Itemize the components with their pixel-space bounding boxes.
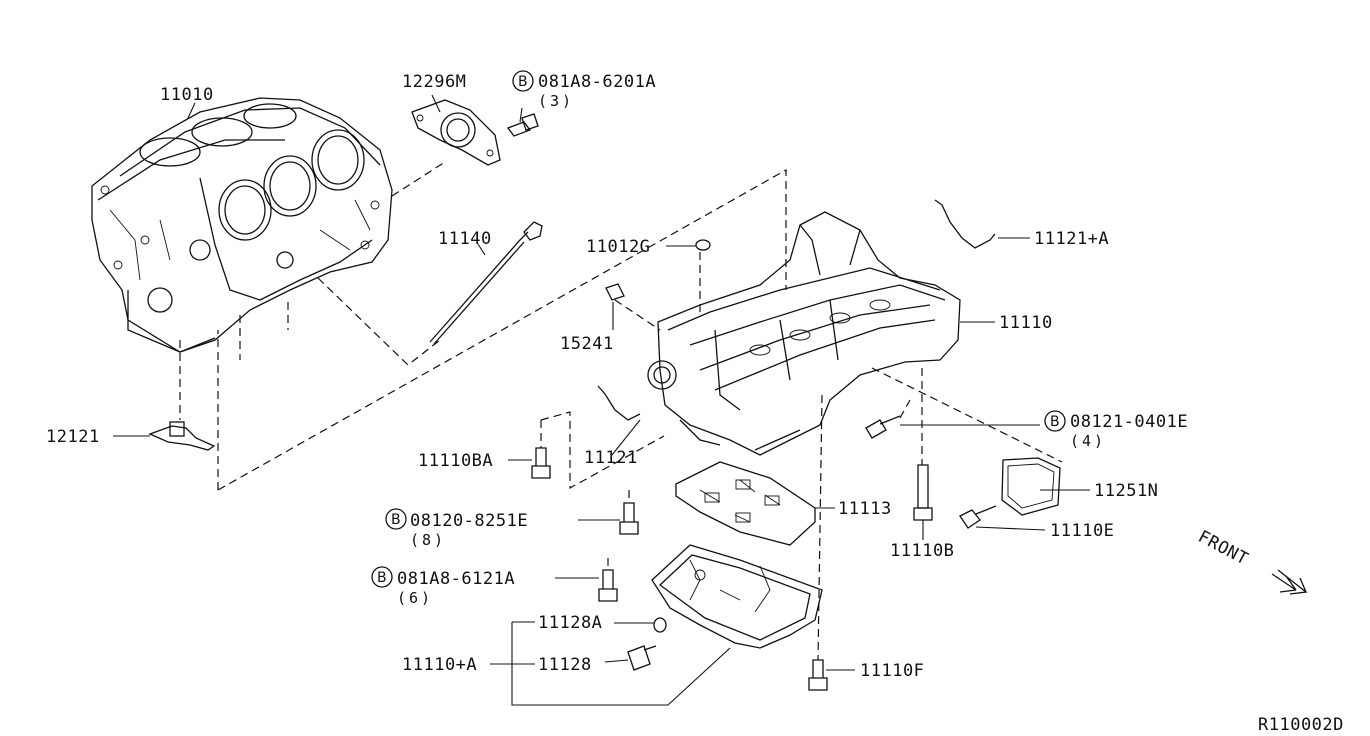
- bolt-right-drawing: [865, 415, 901, 439]
- label-bolt-top: 081A8-6201A: [538, 72, 656, 92]
- cylinder-block-drawing: [91, 97, 393, 353]
- label-bolt-ba: 11110BA: [418, 451, 493, 471]
- label-gasket: 12296M: [402, 72, 466, 92]
- bolt-symbol-icon: [512, 70, 534, 92]
- bolt-symbol-letter: B: [518, 74, 528, 90]
- plate-drawing: [1001, 457, 1061, 516]
- sensor-drawing: [148, 421, 216, 451]
- bolt-symbol-icon: [371, 566, 393, 588]
- bolt-top-drawing: [506, 113, 539, 137]
- qty-bolt-8: (8): [410, 531, 446, 549]
- bolt-6-drawing: [598, 569, 618, 602]
- label-oilpan-lower: 11110+A: [402, 655, 477, 675]
- bolt-symbol-letter: B: [391, 512, 401, 528]
- bolt-b-drawing: [913, 464, 933, 521]
- label-baffle: 11113: [838, 499, 892, 519]
- label-dipstick: 11140: [438, 229, 492, 249]
- front-arrow-icon: [1271, 569, 1308, 595]
- dipstick-drawing: [429, 221, 543, 345]
- label-gauge: 15241: [560, 334, 614, 354]
- label-bolt-b: 11110B: [890, 541, 954, 561]
- upper-oilpan-drawing: [647, 211, 961, 456]
- cap-drawing: [695, 239, 711, 251]
- assembly-lines: [179, 161, 1063, 661]
- bolt-ba-drawing: [531, 447, 551, 479]
- label-plate: 11251N: [1094, 481, 1158, 501]
- drain-plug-drawing: [627, 645, 657, 671]
- label-washer: 11128A: [538, 613, 602, 633]
- gasket-drawing: [411, 99, 501, 166]
- bolt-e-drawing: [959, 505, 997, 529]
- label-bolt-f: 11110F: [860, 661, 924, 681]
- gauge-drawing: [605, 283, 625, 301]
- bolt-symbol-letter: B: [1050, 414, 1060, 430]
- label-bolt-6: 081A8-6121A: [397, 569, 515, 589]
- label-oilpan-upper: 11110: [999, 313, 1053, 333]
- label-cap: 11012G: [586, 237, 650, 257]
- label-drain-plug: 11128: [538, 655, 592, 675]
- bolt-8-drawing: [619, 502, 639, 535]
- bolt-symbol-icon: [1044, 410, 1066, 432]
- label-tube: 11121: [584, 448, 638, 468]
- washer-drawing: [653, 617, 667, 633]
- bolt-symbol-icon: [385, 508, 407, 530]
- label-bolt-right: 08121-0401E: [1070, 412, 1188, 432]
- label-sensor: 12121: [46, 427, 100, 447]
- label-block: 11010: [160, 85, 214, 105]
- tube-drawing: [597, 385, 641, 421]
- qty-bolt-top: (3): [538, 92, 574, 110]
- label-bolt-e: 11110E: [1050, 521, 1114, 541]
- bolt-symbol-letter: B: [377, 570, 387, 586]
- qty-bolt-right: (4): [1070, 432, 1106, 450]
- leader-lines: [113, 94, 1090, 706]
- label-tube-a: 11121+A: [1034, 229, 1109, 249]
- bolt-f-drawing: [808, 659, 828, 691]
- reference-code: R110002D: [1258, 715, 1344, 735]
- label-bolt-8: 08120-8251E: [410, 511, 528, 531]
- qty-bolt-6: (6): [397, 589, 433, 607]
- lower-oilpan-drawing: [651, 544, 823, 649]
- front-label: FRONT: [1195, 527, 1252, 570]
- tube-a-drawing: [934, 199, 996, 249]
- baffle-drawing: [675, 461, 816, 546]
